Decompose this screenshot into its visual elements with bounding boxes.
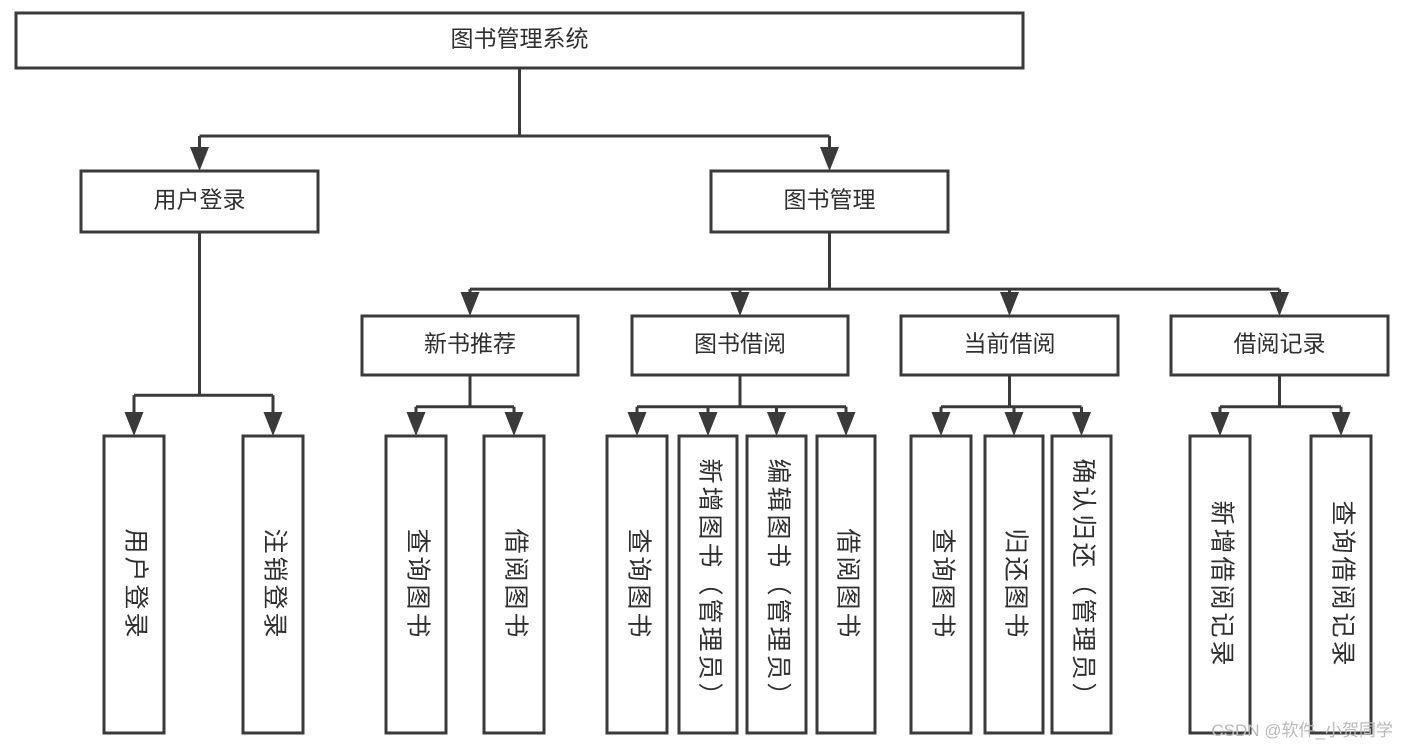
arrow-head-icon (406, 412, 426, 436)
arrow-head-icon (1210, 412, 1230, 436)
node-box[interactable] (384, 434, 448, 735)
arrow-head-icon (124, 412, 144, 436)
node-leaf-add-record[interactable]: 新增借阅记录 (1188, 434, 1252, 735)
node-book-borrow[interactable]: 图书借阅 (630, 314, 850, 377)
node-label: 借阅记录 (1234, 331, 1326, 357)
node-leaf-add-book[interactable]: 新增图书（管理员） (677, 434, 739, 735)
arrow-head-icon (1270, 292, 1289, 316)
node-box[interactable] (1188, 434, 1252, 735)
arrow-head-icon (931, 412, 951, 436)
node-leaf-edit-book[interactable]: 编辑图书（管理员） (745, 434, 808, 735)
node-new-book-rec[interactable]: 新书推荐 (360, 314, 580, 377)
node-box[interactable] (899, 314, 1120, 377)
node-label: 查询图书 (928, 528, 956, 640)
arrow-head-icon (263, 412, 283, 436)
node-box[interactable] (630, 314, 850, 377)
arrow-head-icon (190, 147, 209, 171)
node-leaf-user-login[interactable]: 用户登录 (102, 434, 166, 735)
arrow-head-icon (1000, 292, 1019, 316)
node-leaf-query-book-3[interactable]: 查询图书 (909, 434, 973, 735)
arrow-head-icon (730, 292, 750, 316)
node-label: 新增借阅记录 (1207, 500, 1235, 668)
node-borrow-record[interactable]: 借阅记录 (1169, 314, 1390, 377)
node-box[interactable] (241, 434, 305, 735)
arrow-head-icon (836, 412, 856, 436)
arrow-head-icon (627, 412, 647, 436)
node-box[interactable] (79, 169, 320, 234)
node-leaf-borrow-book-1[interactable]: 借阅图书 (482, 434, 546, 735)
node-user-login[interactable]: 用户登录 (79, 169, 320, 234)
node-label: 当前借阅 (964, 331, 1056, 357)
node-label: 注销登录 (260, 528, 288, 640)
edge-layer (124, 68, 1351, 436)
node-label: 新书推荐 (424, 331, 516, 357)
node-label: 确认归还（管理员） (1069, 458, 1097, 710)
arrow-head-icon (504, 412, 524, 436)
node-box[interactable] (102, 434, 166, 735)
arrow-head-icon (1072, 412, 1091, 436)
arrow-head-icon (767, 412, 786, 436)
node-box[interactable] (482, 434, 546, 735)
node-label: 用户登录 (154, 187, 246, 213)
node-book-manage[interactable]: 图书管理 (709, 169, 950, 234)
node-box[interactable] (1309, 434, 1373, 735)
node-box[interactable] (909, 434, 973, 735)
node-leaf-logout[interactable]: 注销登录 (241, 434, 305, 735)
node-box[interactable] (360, 314, 580, 377)
node-box[interactable] (605, 434, 669, 735)
node-layer: 图书管理系统用户登录图书管理新书推荐图书借阅当前借阅借阅记录用户登录注销登录查询… (14, 11, 1390, 735)
node-leaf-borrow-book-2[interactable]: 借阅图书 (815, 434, 877, 735)
node-label: 图书管理系统 (451, 26, 589, 52)
node-box[interactable] (14, 11, 1025, 70)
node-label: 借阅图书 (833, 528, 861, 640)
node-label: 图书管理 (784, 187, 876, 213)
node-label: 图书借阅 (694, 331, 786, 357)
node-box[interactable] (677, 434, 739, 735)
node-root[interactable]: 图书管理系统 (14, 11, 1025, 70)
node-box[interactable] (1050, 434, 1113, 735)
node-label: 查询借阅记录 (1328, 500, 1356, 668)
node-label: 查询图书 (624, 528, 652, 640)
arrow-head-icon (1331, 412, 1351, 436)
node-label: 新增图书（管理员） (695, 458, 723, 710)
node-current-borrow[interactable]: 当前借阅 (899, 314, 1120, 377)
node-label: 归还图书 (1001, 528, 1029, 640)
node-label: 编辑图书（管理员） (764, 458, 792, 710)
node-leaf-return-book[interactable]: 归还图书 (983, 434, 1045, 735)
node-box[interactable] (815, 434, 877, 735)
arrow-head-icon (1004, 412, 1024, 436)
node-leaf-confirm-return[interactable]: 确认归还（管理员） (1050, 434, 1113, 735)
node-box[interactable] (1169, 314, 1390, 377)
node-leaf-query-book-2[interactable]: 查询图书 (605, 434, 669, 735)
node-box[interactable] (745, 434, 808, 735)
node-leaf-query-book-1[interactable]: 查询图书 (384, 434, 448, 735)
node-label: 用户登录 (121, 528, 149, 640)
node-label: 查询图书 (403, 528, 431, 640)
node-box[interactable] (709, 169, 950, 234)
node-box[interactable] (983, 434, 1045, 735)
node-leaf-query-record[interactable]: 查询借阅记录 (1309, 434, 1373, 735)
arrow-head-icon (820, 147, 839, 171)
node-label: 借阅图书 (501, 528, 529, 640)
arrow-head-icon (698, 412, 718, 436)
arrow-head-icon (460, 292, 480, 316)
